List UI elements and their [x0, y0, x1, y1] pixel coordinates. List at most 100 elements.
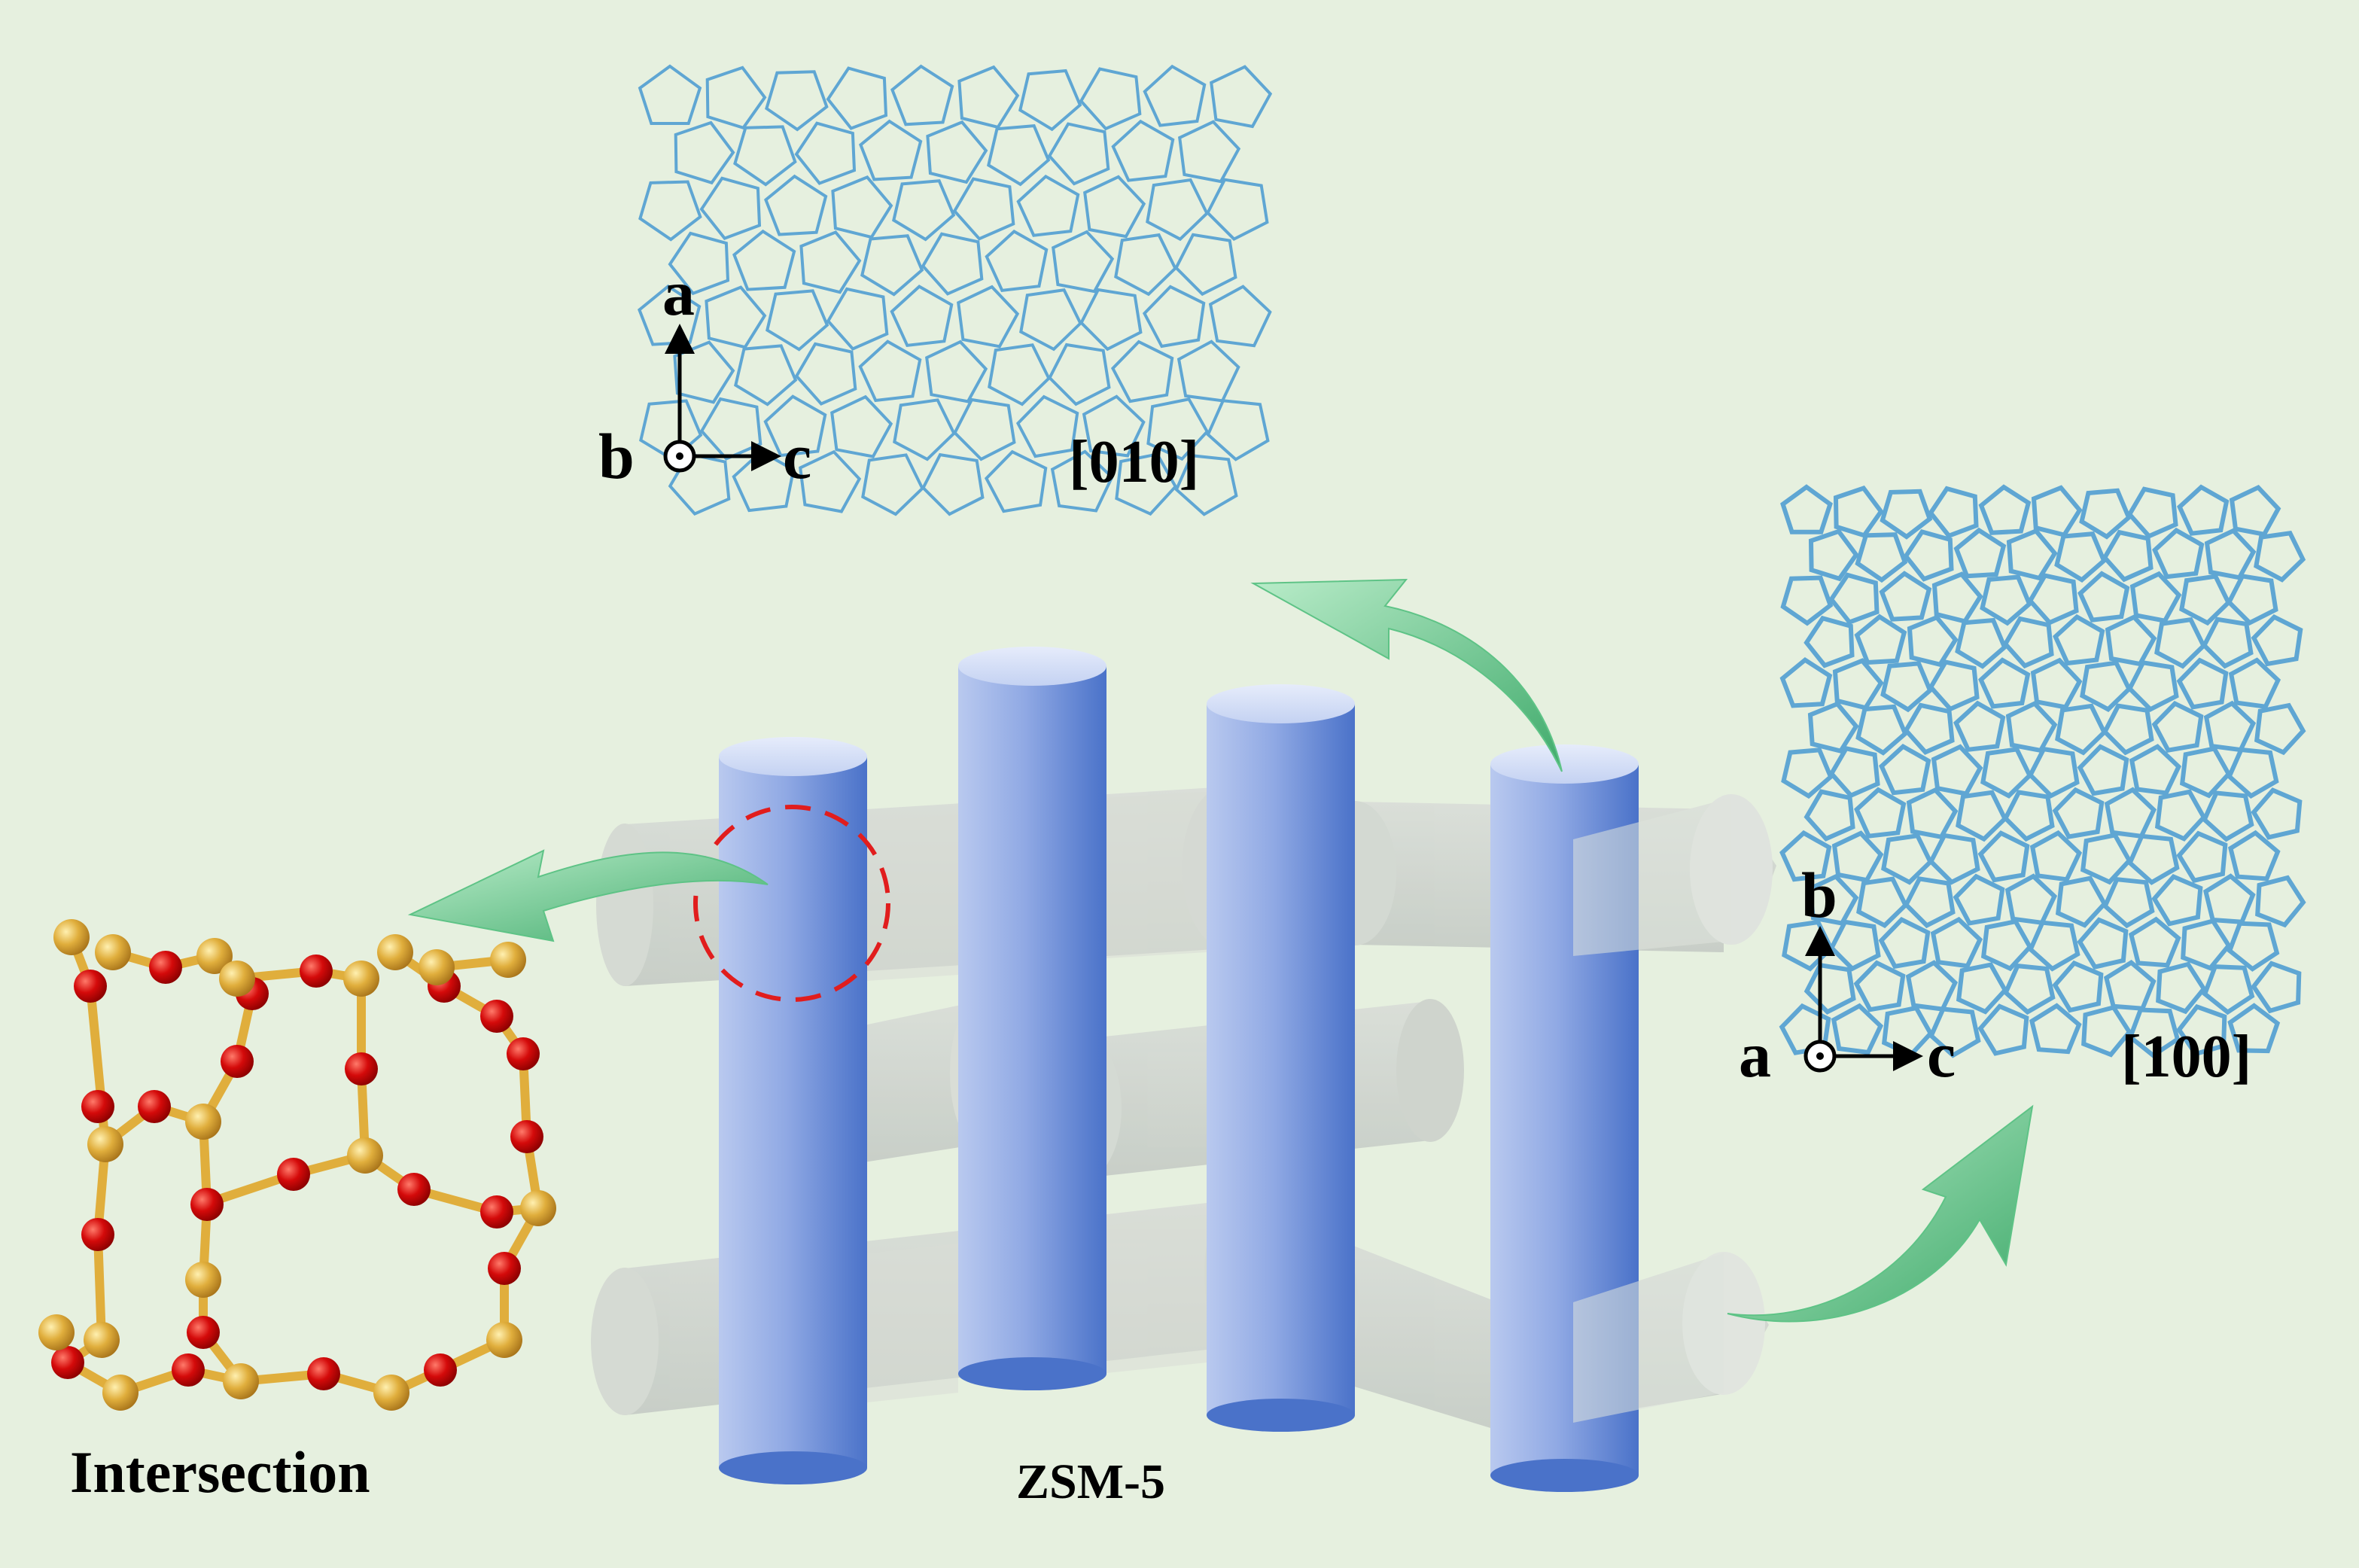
- lattice-ring: [2255, 875, 2306, 928]
- lattice-ring: [1079, 67, 1142, 131]
- lattice-ring: [2102, 703, 2154, 756]
- lattice-ring: [1879, 744, 1931, 796]
- arrow-to-intersection: [407, 849, 769, 942]
- lattice-ring: [2052, 787, 2105, 839]
- lattice-ring: [1955, 617, 2007, 669]
- lattice-ring: [1928, 833, 1980, 885]
- lattice-ring: [799, 449, 862, 513]
- silicon-atom: [185, 1104, 221, 1140]
- lattice-ring: [1828, 919, 1881, 972]
- lattice-ring: [1828, 572, 1880, 626]
- lattice-ring: [1079, 288, 1143, 352]
- lattice-ring: [1980, 918, 2033, 972]
- lattice-ring: [2152, 527, 2205, 580]
- lattice-ring: [1780, 484, 1833, 534]
- lattice-ring: [1019, 288, 1082, 352]
- lattice-ring: [2227, 921, 2280, 972]
- lattice-ring: [2029, 1003, 2082, 1055]
- lattice-ring: [1052, 230, 1115, 294]
- silicon-atom: [419, 949, 455, 985]
- lattice-ring: [893, 398, 956, 461]
- oxygen-atom: [345, 1052, 378, 1085]
- lattice-ring: [858, 339, 922, 403]
- lattice-ring: [2176, 1003, 2227, 1057]
- silicon-atom: [87, 1126, 123, 1162]
- oxygen-atom: [397, 1173, 431, 1206]
- lattice-ring: [638, 64, 702, 125]
- silicon-atom: [223, 1363, 259, 1399]
- lattice-ring: [734, 344, 798, 406]
- silicon-atom: [347, 1137, 383, 1174]
- oxygen-atom: [187, 1316, 220, 1349]
- lattice-ring: [2080, 660, 2132, 712]
- intersection-label: Intersection: [70, 1439, 370, 1505]
- lattice-ring: [1803, 962, 1856, 1015]
- lattice-ring: [2154, 789, 2207, 842]
- lattice-ring: [2179, 746, 2232, 799]
- lattice-ring: [2228, 657, 2281, 709]
- lattice-ring: [921, 452, 985, 516]
- silicon-atom: [219, 961, 255, 997]
- lattice-ring: [1831, 1003, 1884, 1055]
- lattice-ring: [2006, 528, 2058, 581]
- lattice-ring: [1111, 119, 1175, 182]
- silicon-atom: [486, 1322, 522, 1358]
- lattice-ring: [2251, 614, 2303, 667]
- lattice-ring: [2054, 531, 2107, 583]
- lattice-ring: [1878, 917, 1931, 970]
- lattice-ring: [2002, 616, 2054, 669]
- lattice-ring: [1928, 1006, 1981, 1058]
- lattice-100-view: [1779, 484, 2306, 1058]
- lattice-ring: [1854, 787, 1907, 839]
- lattice-ring: [673, 340, 735, 404]
- lattice-ring: [1082, 394, 1146, 458]
- silicon-atom: [520, 1190, 556, 1226]
- lattice-ring: [2052, 960, 2104, 1013]
- lattice-ring: [733, 125, 797, 187]
- lattice-ring: [1176, 339, 1240, 403]
- lattice-ring: [1831, 830, 1884, 883]
- lattice-ring: [2002, 790, 2055, 842]
- lattice-ring: [2226, 574, 2278, 626]
- lattice-ring: [1206, 178, 1269, 242]
- lattice-ring: [1928, 659, 1980, 712]
- lattice-ring: [2129, 744, 2182, 796]
- lattice-ring: [2027, 746, 2080, 799]
- lattice-ring: [952, 177, 1015, 241]
- lattice-ring: [1931, 744, 1983, 796]
- lattice-ring: [1016, 174, 1080, 237]
- lattice-ring: [2254, 531, 2306, 583]
- lattice-ring: [890, 285, 954, 348]
- lattice-ring: [1906, 787, 1959, 840]
- green-arrows: [407, 578, 2034, 1323]
- lattice-010-view: [638, 64, 1273, 516]
- silicon-atom: [84, 1322, 120, 1358]
- lattice-ring: [1903, 702, 1955, 755]
- lattice-ring: [2102, 876, 2155, 929]
- lattice-ring: [1174, 454, 1238, 516]
- lattice-ring: [2227, 830, 2281, 881]
- lattice-ring: [921, 232, 984, 296]
- lattice-ring: [1110, 339, 1174, 403]
- silicon-atom: [95, 934, 131, 970]
- oxygen-atom: [74, 970, 107, 1003]
- lattice-ring: [953, 397, 1016, 461]
- lattice-ring: [1781, 747, 1834, 799]
- lattice-ring: [1083, 175, 1146, 239]
- lattice-ring: [2176, 830, 2228, 884]
- axis-b-label-010: b: [598, 420, 635, 492]
- silicon-atom: [53, 919, 90, 955]
- lattice-ring: [2202, 964, 2255, 1015]
- lattice-ring: [957, 285, 1020, 349]
- lattice-ring: [2204, 528, 2257, 580]
- lattice-ring: [764, 174, 828, 236]
- lattice-ring: [2028, 920, 2080, 972]
- axis-a-label-010: a: [662, 257, 695, 329]
- lattice-ring: [1178, 120, 1241, 184]
- lattice-ring: [1833, 485, 1884, 538]
- lattice-ring: [1146, 397, 1210, 461]
- lattice-ring: [1978, 657, 2031, 709]
- lattice-ring: [2029, 830, 2083, 882]
- lattice-ring: [1907, 614, 1959, 668]
